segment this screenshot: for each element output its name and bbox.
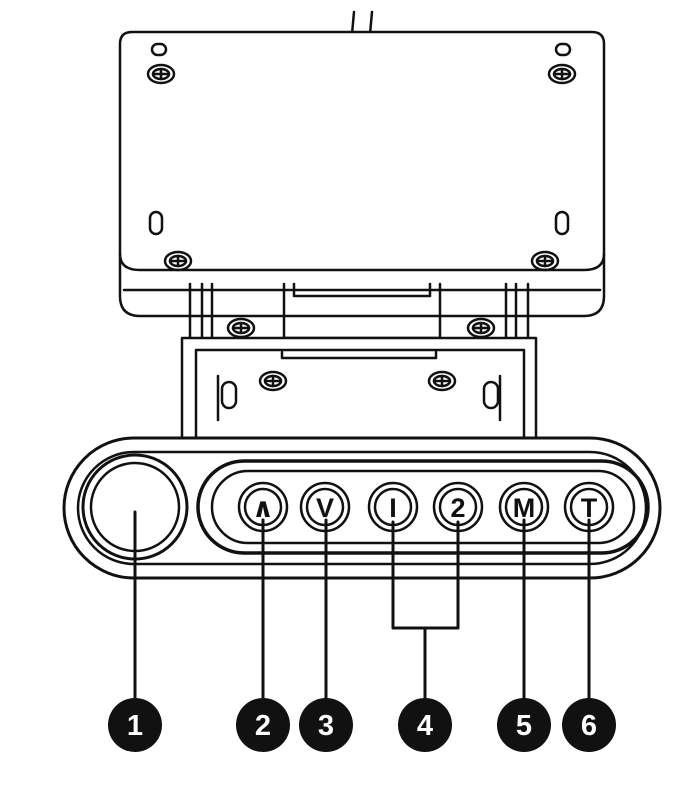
- callout-label: 4: [417, 710, 433, 742]
- callout-badge-1: 1: [108, 698, 162, 752]
- mount-slot: [148, 210, 164, 236]
- screw-icon: [427, 370, 457, 392]
- housing-slot: [220, 380, 238, 410]
- up-arrow-icon: ∧: [252, 493, 274, 523]
- callout-badge-3: 3: [299, 698, 353, 752]
- screw-icon: [547, 63, 577, 85]
- mount-slot: [150, 42, 168, 57]
- down-arrow-icon: V: [316, 493, 334, 523]
- timer-icon: T: [581, 493, 598, 523]
- memory-icon: M: [513, 493, 536, 523]
- mount-slot: [554, 42, 572, 57]
- mounting-plate: [118, 30, 606, 318]
- callout-badge-6: 6: [562, 698, 616, 752]
- button-labels: ∧ V I 2 M T: [252, 493, 598, 523]
- callout-label: 6: [581, 710, 597, 742]
- callout-label: 3: [318, 710, 334, 742]
- callout-badge-5: 5: [497, 698, 551, 752]
- screw-icon: [258, 370, 288, 392]
- screw-icon: [226, 317, 256, 339]
- preset-2-icon: 2: [450, 493, 465, 523]
- housing-slot: [482, 380, 500, 410]
- preset-1-icon: I: [389, 493, 397, 523]
- leader-lines: [133, 510, 591, 704]
- cable: [350, 10, 374, 36]
- screw-icon: [530, 250, 560, 272]
- screw-icon: [146, 63, 176, 85]
- front-housing: [180, 336, 538, 442]
- screw-icon: [163, 250, 193, 272]
- screw-set-plate: [146, 63, 577, 272]
- callouts: 1 2 3 4 5 6: [108, 698, 616, 752]
- callout-label: 2: [255, 710, 271, 742]
- screw-icon: [466, 317, 496, 339]
- mount-slot: [554, 210, 570, 236]
- callout-badge-2: 2: [236, 698, 290, 752]
- leader-line-4: [391, 520, 460, 704]
- callout-badge-4: 4: [398, 698, 452, 752]
- callout-label: 5: [516, 710, 532, 742]
- callout-label: 1: [127, 710, 143, 742]
